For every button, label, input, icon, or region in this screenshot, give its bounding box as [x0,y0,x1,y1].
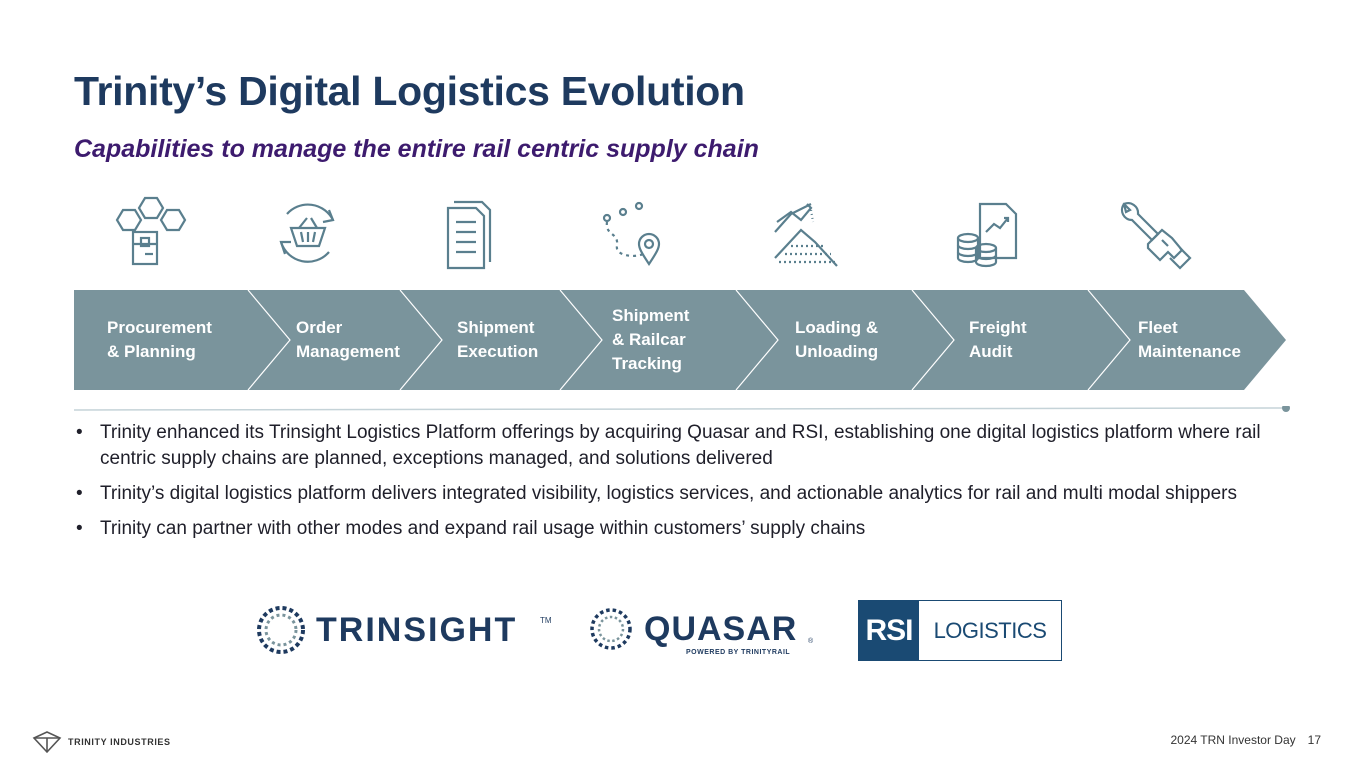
quasar-tagline: POWERED BY TRINITYRAIL [686,649,791,656]
trinsight-trademark: TM [540,616,552,625]
arrow-band-shape [74,290,1286,390]
rsi-logistics-logo: RSI LOGISTICS [858,600,1062,661]
bullet-list: Trinity enhanced its Trinsight Logistics… [74,420,1274,551]
footer-company-logo: TRINITY INDUSTRIES [32,730,171,754]
step-procurement-planning: Procurement & Planning [107,318,212,361]
route-pin-icon [595,192,683,274]
bullet-item: Trinity enhanced its Trinsight Logistics… [74,420,1274,472]
step-order-management: Order Management [296,318,400,361]
rsi-wordmark: RSI [865,613,913,647]
step-shipment-railcar-tracking: Shipment & Railcar Tracking [612,306,690,373]
basket-cycle-icon [263,192,351,274]
page-title: Trinity’s Digital Logistics Evolution [74,68,745,114]
quasar-ring-icon [590,608,632,650]
bullet-item: Trinity’s digital logistics platform del… [74,481,1274,507]
page-subtitle: Capabilities to manage the entire rail c… [74,135,759,163]
quasar-registered: ® [808,638,814,645]
rsi-logistics-wordmark: LOGISTICS [933,617,1047,643]
coins-chart-icon [950,192,1038,274]
trinsight-wordmark: TRINSIGHT [316,611,518,649]
document-icon [426,192,514,274]
footer-info: 2024 TRN Investor Day 17 [1170,733,1321,747]
quasar-logo: QUASAR ® POWERED BY TRINITYRAIL [588,604,818,660]
step-loading-unloading: Loading & Unloading [795,318,879,361]
process-arrow-band: Procurement & Planning Order Management … [74,290,1286,390]
bullet-item: Trinity can partner with other modes and… [74,516,1274,542]
footer-event: 2024 TRN Investor Day [1170,733,1296,747]
trinsight-ring-icon [257,606,305,654]
hexagon-box-icon [101,192,189,274]
trinsight-logo: TRINSIGHT TM [254,602,554,658]
wrench-hand-icon [1112,192,1200,274]
step-freight-audit: Freight Audit [969,318,1027,361]
loader-pile-icon [771,192,859,274]
step-shipment-execution: Shipment Execution [457,318,539,361]
page-number: 17 [1307,733,1321,747]
timeline-divider [74,406,1290,412]
footer-company-name: TRINITY INDUSTRIES [68,737,171,747]
step-fleet-maintenance: Fleet Maintenance [1138,318,1241,361]
quasar-wordmark: QUASAR [644,610,798,648]
trinity-emblem-icon [32,731,62,754]
